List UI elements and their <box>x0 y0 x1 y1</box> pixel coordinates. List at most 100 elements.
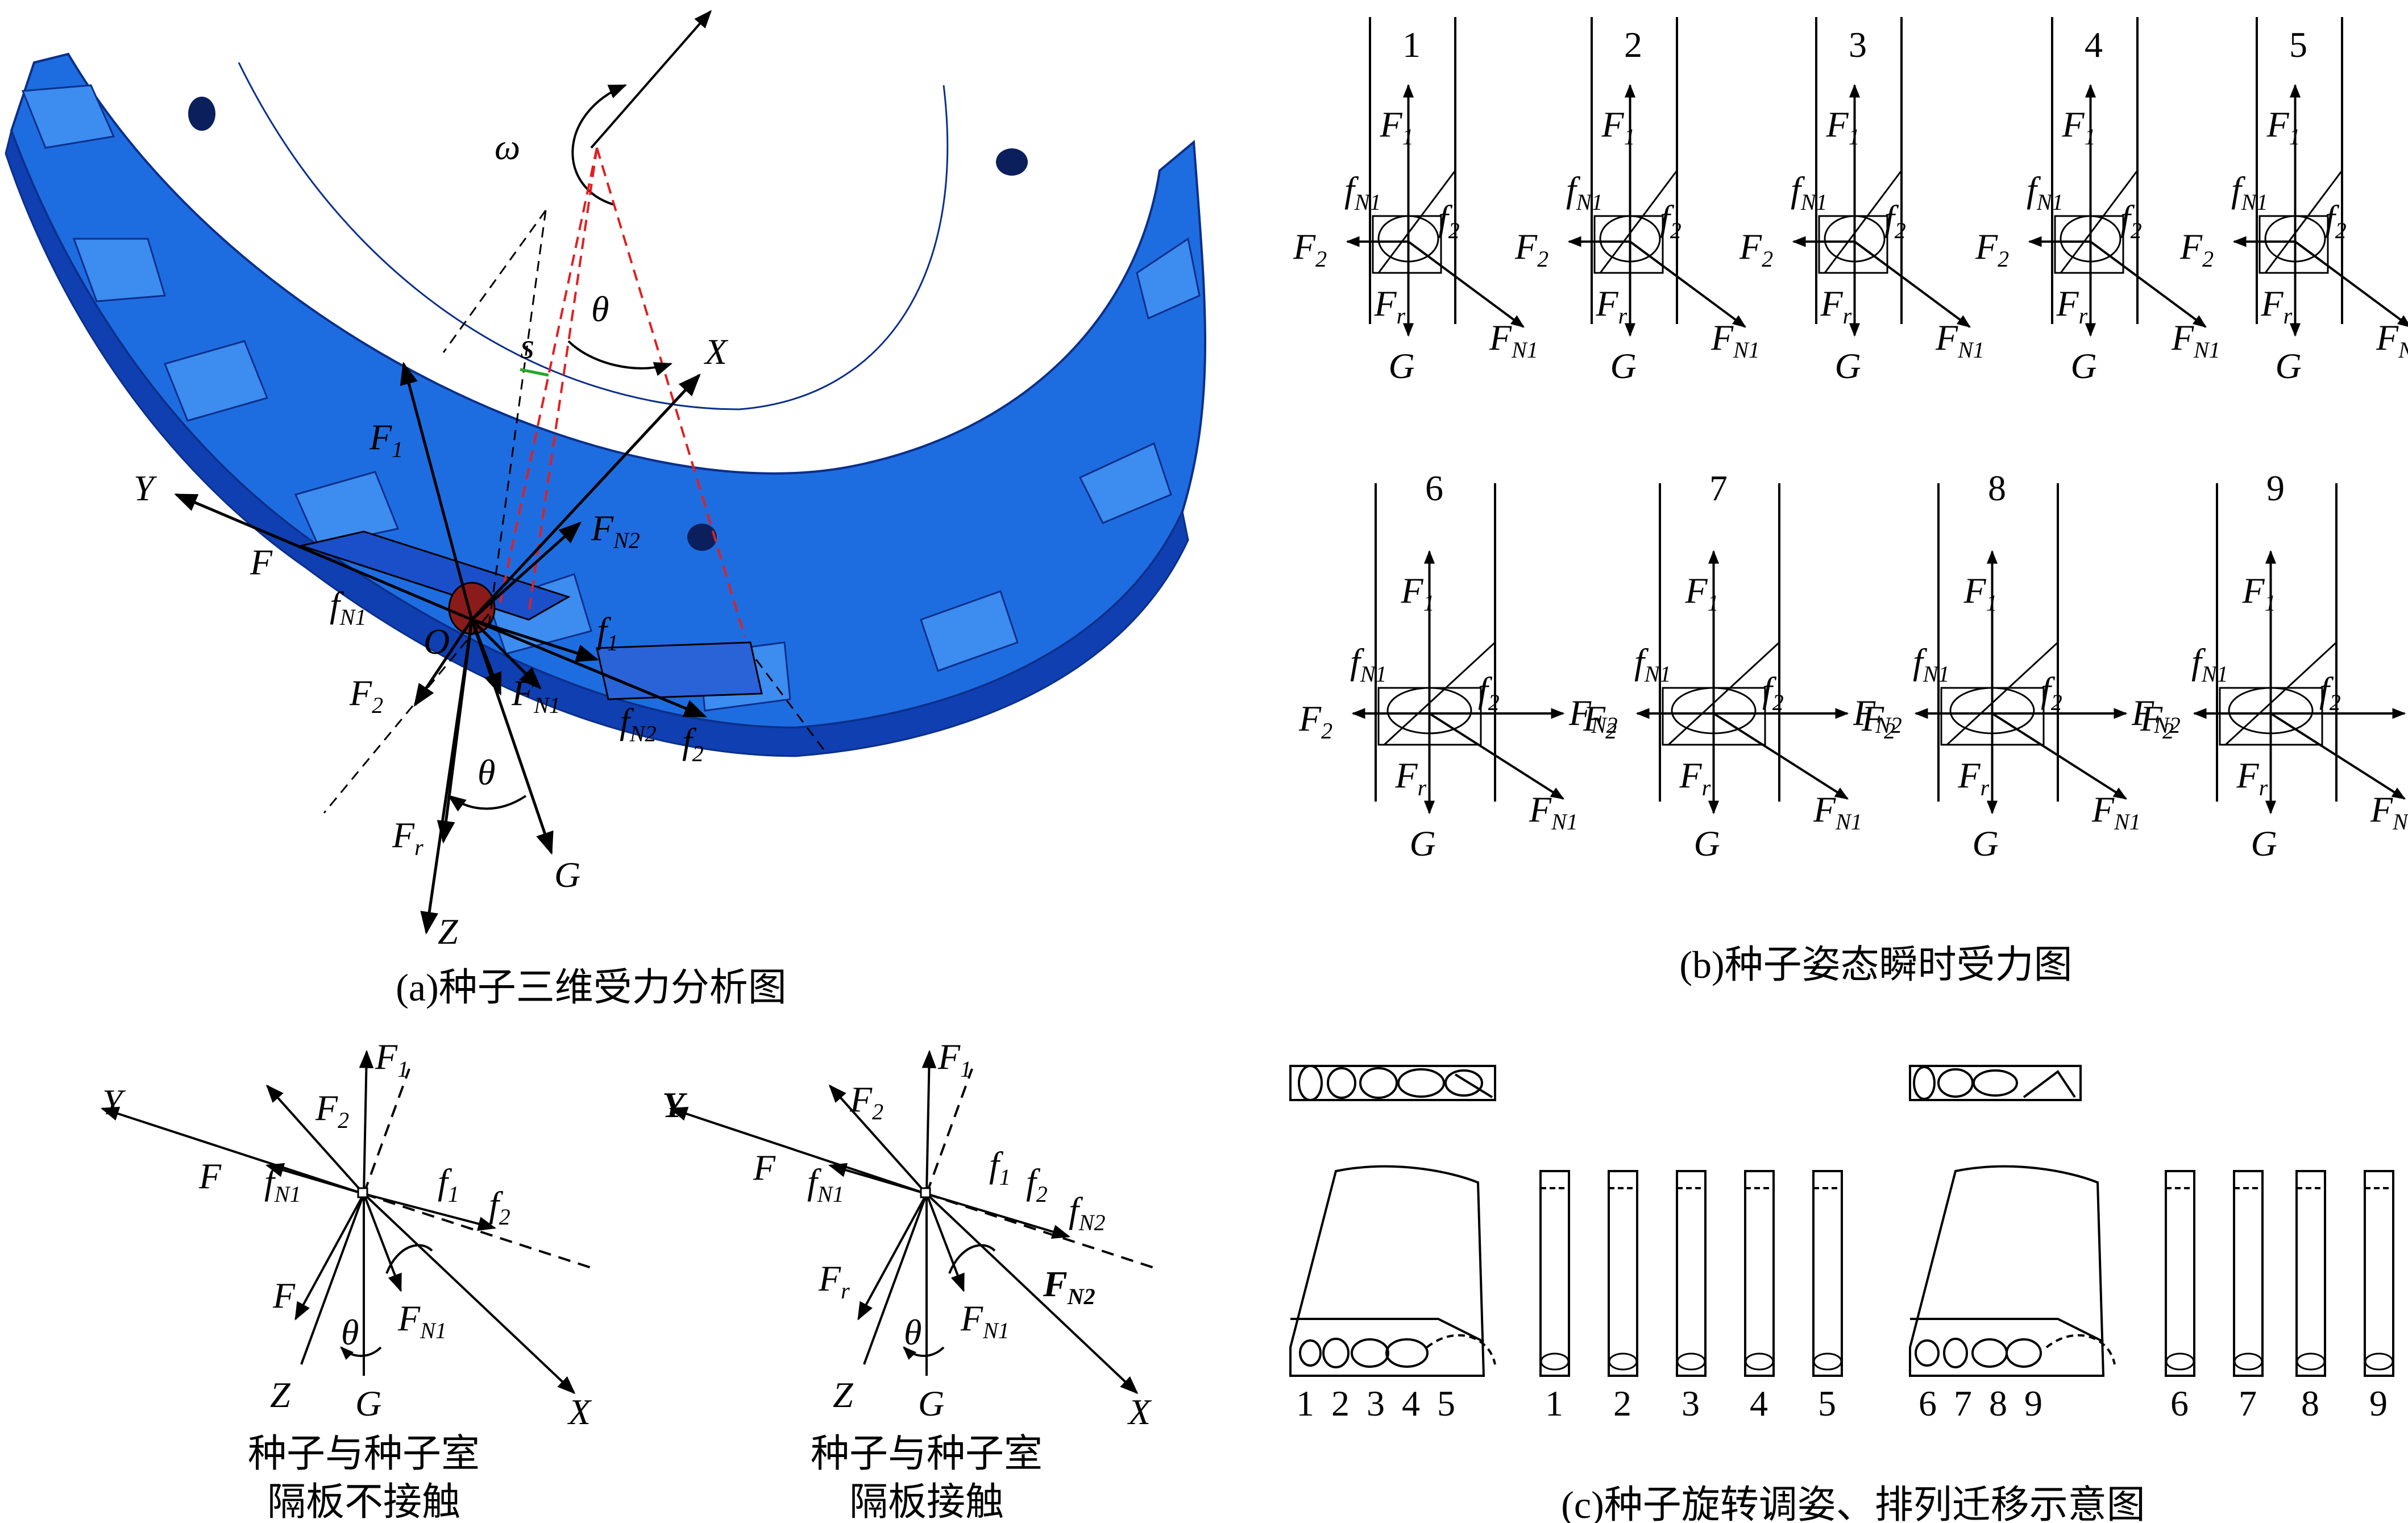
frame-label: Fr <box>1958 755 1990 800</box>
seq-number: 4 <box>1402 1383 1420 1424</box>
cm-f1: f1 <box>989 1144 1011 1190</box>
cm-fN1: fN1 <box>807 1161 844 1207</box>
theta2-label: θ <box>478 752 495 792</box>
seq-number: 7 <box>1954 1383 1972 1424</box>
seed-channel <box>1608 1170 1638 1377</box>
frame-label: F1 <box>1963 570 1998 616</box>
frame-label: F1 <box>1685 570 1719 616</box>
frame-label: G <box>1835 346 1861 386</box>
F1-label: F1 <box>369 417 403 462</box>
channel-number: 4 <box>1750 1383 1768 1424</box>
bars-right <box>2165 1170 2394 1377</box>
frame-label: f2 <box>2120 198 2142 243</box>
bolt-holes <box>188 97 1028 551</box>
state-frame-5: 5F1F2FN1FrGfN1f2 <box>2179 17 2408 386</box>
seq-number: 3 <box>1367 1383 1385 1424</box>
seed-channel <box>1539 1170 1570 1377</box>
cm-G: G <box>918 1383 944 1424</box>
channel-number: 1 <box>1545 1383 1563 1424</box>
frame-label: FN1 <box>1529 789 1578 835</box>
frame-label: f2 <box>1438 198 1460 243</box>
state-frame-9: 9F1F2FN1FrGfN1f2FN2 <box>2140 468 2408 864</box>
frame-label: F2 <box>1975 226 2009 272</box>
frame-label: fN1 <box>2231 169 2268 215</box>
frame-label: FN2 <box>2131 692 2181 738</box>
F2-label: F2 <box>349 673 383 718</box>
theta-arc <box>567 340 673 376</box>
cm-caption-2: 隔板接触 <box>849 1480 1004 1523</box>
F-label: F <box>250 542 273 582</box>
frame-label: fN1 <box>1791 169 1827 215</box>
frame-label: Fr <box>2056 283 2088 329</box>
omega-arc <box>571 84 627 206</box>
cm-FN2: FN2 <box>1043 1264 1095 1309</box>
frame-label: F2 <box>1739 226 1773 272</box>
cl-f1: f1 <box>438 1161 459 1207</box>
frame-number: 7 <box>1709 468 1728 508</box>
frame-number: 5 <box>2289 24 2307 65</box>
panel-c-caption: (c)种子旋转调姿、排列迁移示意图 <box>1561 1483 2145 1523</box>
cm-theta: θ <box>904 1312 921 1352</box>
frame-number: 4 <box>2085 24 2103 65</box>
frame-label: FN1 <box>2171 317 2220 363</box>
cm-Z: Z <box>833 1375 854 1415</box>
frame-label: G <box>2251 823 2277 864</box>
frame-label: fN1 <box>2027 169 2063 215</box>
frame-label: F2 <box>2140 698 2174 744</box>
frame-number: 9 <box>2266 468 2285 508</box>
frame-number: 6 <box>1425 468 1443 508</box>
frame-label: F2 <box>1583 698 1617 744</box>
FN2-label: FN2 <box>591 508 640 553</box>
frame-label: G <box>1389 346 1415 386</box>
frame-label: F1 <box>2242 570 2276 616</box>
cm-Fr: Fr <box>818 1258 850 1304</box>
Z-label: Z <box>438 911 459 952</box>
channel-number: 8 <box>2301 1383 2319 1424</box>
frame-label: fN1 <box>1566 169 1602 215</box>
cl-Fr: Fr <box>272 1275 304 1321</box>
frame-label: FN2 <box>1853 692 1902 738</box>
frame-label: F1 <box>2266 104 2301 150</box>
cm-F2: F2 <box>849 1079 883 1124</box>
cm-FN1: FN1 <box>960 1298 1010 1343</box>
panel-b-caption: (b)种子姿态瞬时受力图 <box>1679 943 2072 986</box>
frame-label: fN1 <box>1344 169 1381 215</box>
cm-F: F <box>753 1147 776 1188</box>
funnel-left <box>1289 1165 1485 1377</box>
strip-left-seeds <box>1298 1065 1493 1101</box>
cm-f2: f2 <box>1026 1161 1048 1207</box>
fN2-label: fN2 <box>620 701 656 746</box>
frame-label: G <box>1410 823 1436 864</box>
cm-X: X <box>1127 1392 1152 1432</box>
cl-G: G <box>355 1383 381 1424</box>
channel-number: 3 <box>1682 1383 1700 1424</box>
rotation-axis <box>590 10 712 149</box>
cm-caption-1: 种子与种子室 <box>811 1432 1043 1475</box>
frame-label: FN1 <box>2376 317 2408 363</box>
contact-free-diagram: Y X Z G F θ F1 F2 fN1 f1 f2 Fr FN1 种子与种子… <box>100 1036 592 1523</box>
seed-channel <box>2364 1170 2394 1377</box>
panel-a: ω θ s <box>5 10 1206 1009</box>
frame-label: FN1 <box>1489 317 1538 363</box>
G-label: G <box>554 854 580 895</box>
cl-Y: Y <box>102 1082 126 1122</box>
frame-label: Fr <box>2236 755 2268 800</box>
frame-label: G <box>2276 346 2302 386</box>
cl-caption-1: 种子与种子室 <box>248 1432 480 1475</box>
frame-number: 2 <box>1624 24 1642 65</box>
frame-label: Fr <box>1395 755 1427 800</box>
seq-number: 2 <box>1331 1383 1350 1424</box>
frame-label: f2 <box>1660 198 1682 243</box>
frame-label: FN1 <box>1935 317 1984 363</box>
frame-label: FN1 <box>1710 317 1760 363</box>
X-label: X <box>703 331 729 372</box>
funnel-right-seeds <box>1915 1334 2116 1368</box>
